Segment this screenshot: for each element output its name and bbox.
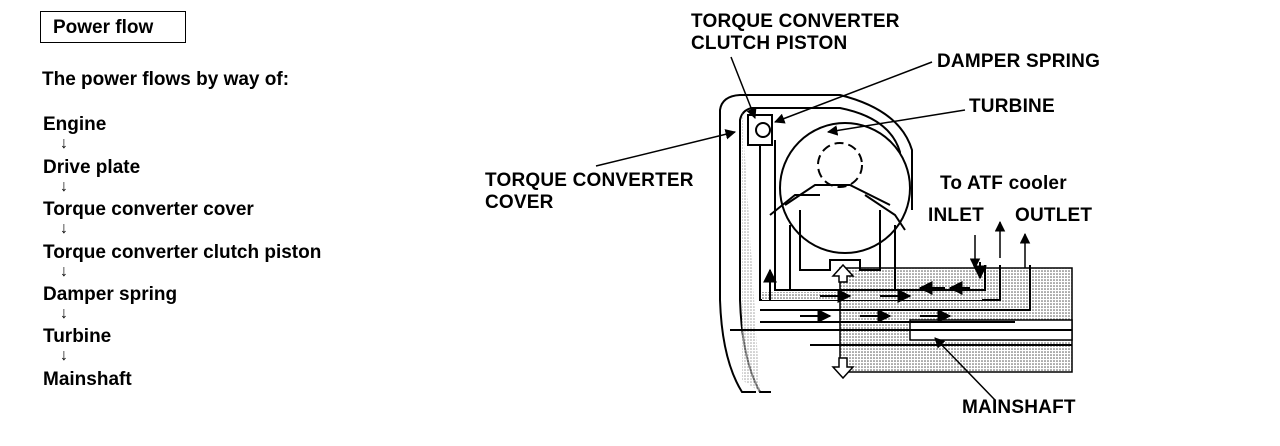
flow-arrow-icon: ↓ [60,347,68,364]
label-clutch-piston-line1: TORQUE CONVERTER [691,11,900,32]
passage-fill [762,292,982,300]
label-damper-spring: DAMPER SPRING [937,51,1101,72]
flow-arrow-icon: ↓ [60,305,68,322]
label-turbine: TURBINE [969,96,1055,117]
flow-arrow-icon: ↓ [60,220,68,237]
flow-arrows [763,262,987,323]
label-leaders [595,56,996,401]
label-cover-line2: COVER [485,192,554,213]
flow-step-clutch-piston: Torque converter clutch piston [43,242,322,263]
converter-cover [719,94,913,393]
label-mainshaft: MAINSHAFT [962,397,1076,418]
flow-up-icon [831,263,855,283]
turbine-core [817,142,863,188]
flow-arrow-icon: ↓ [60,135,68,152]
flow-step-mainshaft: Mainshaft [43,369,132,390]
flow-step-drive-plate: Drive plate [43,157,141,178]
label-outlet: OUTLET [1015,205,1093,226]
intro-text: The power flows by way of: [42,69,290,90]
flow-arrow-icon: ↓ [60,178,68,195]
flow-step-torque-converter-cover: Torque converter cover [43,199,254,220]
section-title: Power flow [40,11,186,43]
flow-step-turbine: Turbine [43,326,112,347]
flow-down-icon [831,357,855,380]
flow-step-damper-spring: Damper spring [43,284,178,305]
label-atf-cooler: To ATF cooler [940,173,1067,194]
label-inlet: INLET [928,205,984,226]
label-cover-line1: TORQUE CONVERTER [485,170,694,191]
flow-arrow-icon: ↓ [60,263,68,280]
label-clutch-piston-line2: CLUTCH PISTON [691,33,848,54]
damper-spring-coil [755,122,771,138]
turbine-body [779,122,911,254]
flow-step-engine: Engine [43,114,107,135]
